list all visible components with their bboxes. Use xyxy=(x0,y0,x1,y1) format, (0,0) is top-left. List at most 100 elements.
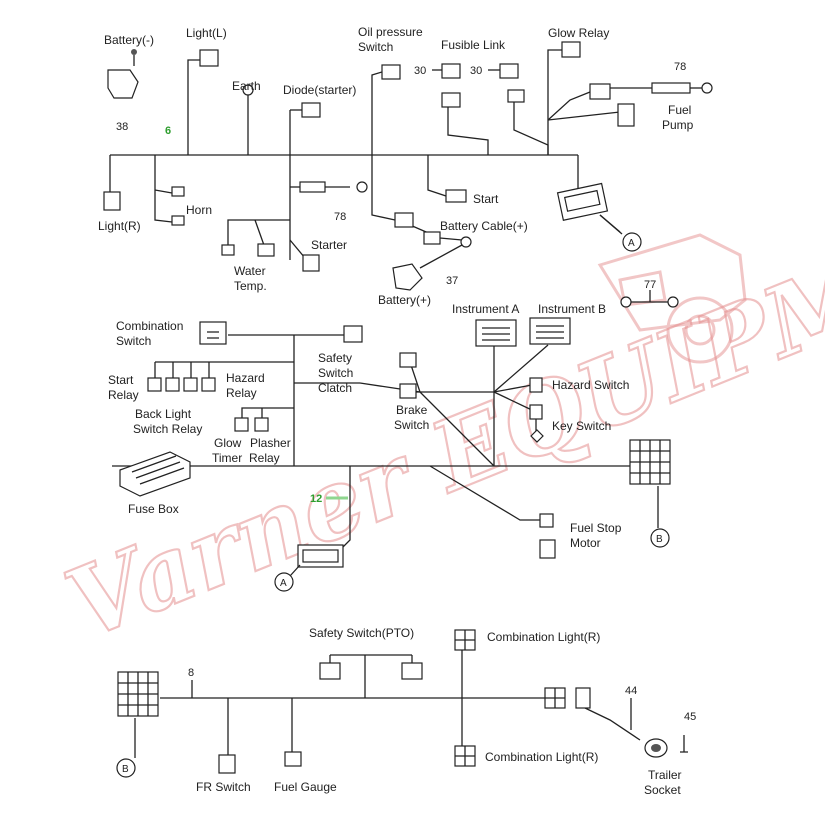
key-switch-connector xyxy=(529,404,543,420)
label-brake-switch-2: Switch xyxy=(394,418,429,432)
label-start: Start xyxy=(473,192,499,206)
combination-switch-connector xyxy=(199,321,227,345)
fusible-link-a-connector xyxy=(441,63,461,79)
battery-cable-connector xyxy=(394,212,414,228)
label-glow-timer-1: Glow xyxy=(214,436,242,450)
label-safety-switch-1: Safety xyxy=(318,351,352,365)
label-fuel-stop-1: Fuel Stop xyxy=(570,521,622,535)
trailer-harness-connector xyxy=(544,687,591,709)
hazard-switch-connector xyxy=(529,377,543,393)
callout-a-top-label: A xyxy=(628,238,635,249)
starter-connector xyxy=(302,254,320,272)
label-water-temp-1: Water xyxy=(234,264,266,278)
label-oil-pressure-2: Switch xyxy=(358,40,393,54)
label-hazard-relay-1: Hazard xyxy=(226,371,265,385)
label-diode-starter: Diode(starter) xyxy=(283,83,356,97)
label-light-r: Light(R) xyxy=(98,219,141,233)
label-fuel-gauge: Fuel Gauge xyxy=(274,780,337,794)
label-battery-cable: Battery Cable(+) xyxy=(440,219,528,233)
fuse-78-top xyxy=(299,181,326,193)
number-37: 37 xyxy=(446,275,458,287)
oil-pressure-switch-connector xyxy=(381,64,401,80)
label-light-l: Light(L) xyxy=(186,26,227,40)
callout-b-middle-label: B xyxy=(656,534,663,545)
callout-b-middle xyxy=(650,528,670,548)
label-key-switch: Key Switch xyxy=(552,419,611,433)
watermark-tractor-icon xyxy=(597,233,747,364)
battery-cable-terminal xyxy=(460,236,472,248)
terminal-78-fuel-pump xyxy=(701,82,713,94)
fr-switch-connector xyxy=(218,754,236,774)
water-temp-connector-2 xyxy=(257,243,275,257)
horn-connector-2 xyxy=(171,215,185,226)
label-glow-timer-2: Timer xyxy=(212,451,242,465)
callout-b-bottom-label: B xyxy=(122,764,129,775)
fusible-link-b-lower-connector xyxy=(507,89,525,103)
key-switch-plug xyxy=(530,429,544,443)
label-hazard-relay-2: Relay xyxy=(226,386,257,400)
bottom-harness xyxy=(134,648,641,758)
number-12: 12 xyxy=(310,493,322,505)
label-combination-light-top: Combination Light(R) xyxy=(487,630,600,644)
trailer-socket xyxy=(644,735,688,758)
glow-timer-connector xyxy=(234,417,249,432)
label-combination-switch-1: Combination xyxy=(116,319,183,333)
label-plasher-relay-2: Relay xyxy=(249,451,280,465)
number-44: 44 xyxy=(625,685,637,697)
label-safety-switch-3: Clatch xyxy=(318,381,352,395)
callout-a-middle-label: A xyxy=(280,578,287,589)
battery-positive-terminal xyxy=(392,263,423,291)
label-glow-relay: Glow Relay xyxy=(548,26,609,40)
instrument-b-77-terminals xyxy=(620,290,679,308)
label-fuse-box: Fuse Box xyxy=(128,502,179,516)
label-water-temp-2: Temp. xyxy=(234,279,267,293)
number-78-top: 78 xyxy=(334,211,346,223)
watermark: Varner EQUIPMENT xyxy=(50,145,825,663)
number-77: 77 xyxy=(644,279,656,291)
label-fuel-pump-2: Pump xyxy=(662,118,694,132)
label-trailer-socket-1: Trailer xyxy=(648,768,682,782)
glow-relay-connector xyxy=(561,41,581,58)
watermark-text: Varner EQUIPMENT xyxy=(51,146,825,661)
label-earth: Earth xyxy=(232,79,261,93)
label-fusible-link: Fusible Link xyxy=(441,38,506,52)
connector-a-top xyxy=(556,182,609,221)
fuel-gauge-connector xyxy=(284,751,302,767)
number-38: 38 xyxy=(116,121,128,133)
number-8: 8 xyxy=(188,667,194,679)
safety-switch-pto-connector-2 xyxy=(401,662,423,680)
label-back-light-2: Switch Relay xyxy=(133,422,202,436)
plasher-relay-connector xyxy=(254,417,269,432)
label-plasher-relay-1: Plasher xyxy=(250,436,291,450)
start-connector xyxy=(445,189,467,203)
label-battery-negative: Battery(-) xyxy=(104,33,154,47)
connector-b-middle xyxy=(629,439,671,485)
label-instrument-a: Instrument A xyxy=(452,302,519,316)
light-l-connector xyxy=(199,49,219,67)
label-horn: Horn xyxy=(186,203,212,217)
label-oil-pressure-1: Oil pressure xyxy=(358,25,423,39)
fuel-stop-motor-connector-2 xyxy=(539,539,556,559)
label-fuel-stop-2: Motor xyxy=(570,536,601,550)
label-combination-light-bottom: Combination Light(R) xyxy=(485,750,598,764)
combination-light-bottom-connector xyxy=(454,745,476,767)
fuse-box xyxy=(119,451,191,497)
number-78-fuel-pump: 78 xyxy=(674,61,686,73)
horn-connector-1 xyxy=(171,186,185,197)
fuel-pump-branch-connector xyxy=(589,83,611,100)
safety-switch-clatch-connector xyxy=(343,325,363,343)
fusible-link-b-connector xyxy=(499,63,519,79)
fusible-link-a-lower-connector xyxy=(441,92,461,108)
fuel-pump-plug xyxy=(617,103,635,127)
label-brake-switch-1: Brake xyxy=(396,403,428,417)
diode-starter-connector xyxy=(301,102,321,118)
battery-cable-small-connector xyxy=(423,231,441,245)
connector-b-bottom xyxy=(117,671,159,717)
battery-negative-terminal xyxy=(107,49,139,99)
label-start-relay-1: Start xyxy=(108,373,134,387)
safety-switch-pto-connector-1 xyxy=(319,662,341,680)
start-relay-connectors xyxy=(147,377,216,392)
instrument-a-connector xyxy=(475,319,517,347)
callout-a-middle xyxy=(274,572,294,592)
